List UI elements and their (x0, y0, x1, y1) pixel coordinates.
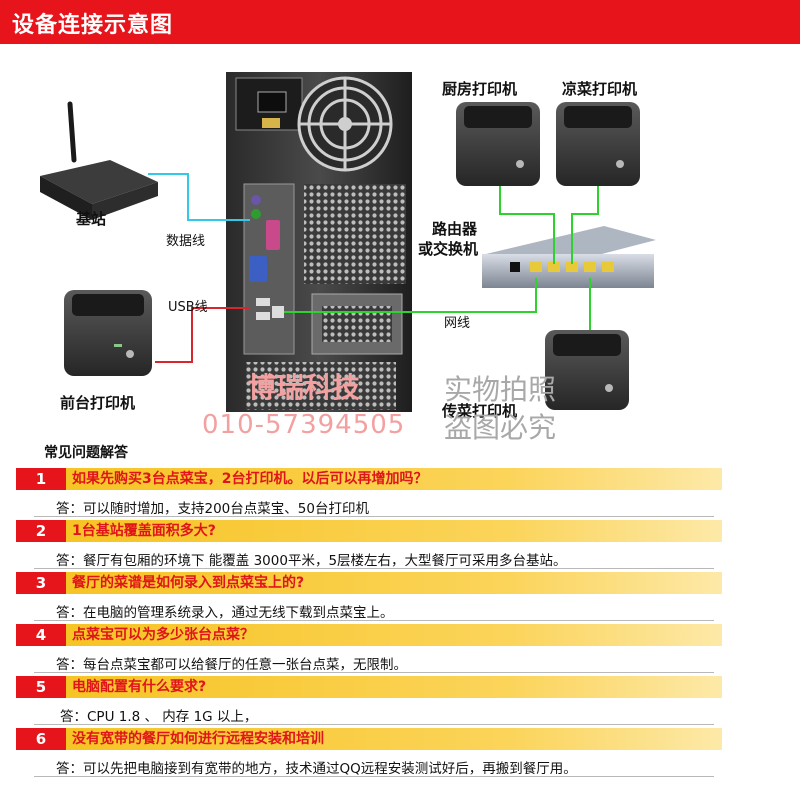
serving-printer-device (545, 330, 629, 410)
label-router-line2: 或交换机 (418, 238, 478, 259)
faq-divider (34, 568, 714, 569)
kitchen-printer-device (456, 102, 540, 186)
faq-heading: 常见问题解答 (44, 442, 128, 462)
faq-divider (34, 620, 714, 621)
faq-answer: 答：每台点菜宝都可以给餐厅的任意一张台点菜，无限制。 (56, 653, 407, 673)
pc-case (226, 72, 412, 412)
faq-number-badge: 3 (16, 572, 66, 594)
label-network-cable: 网线 (444, 312, 470, 331)
faq-question-row: 1 如果先购买3台点菜宝，2台打印机。以后可以再增加吗？ (16, 468, 722, 490)
label-cold-dish-printer: 凉菜打印机 (562, 78, 637, 99)
label-data-cable: 数据线 (166, 230, 205, 249)
faq-question: 如果先购买3台点菜宝，2台打印机。以后可以再增加吗？ (72, 468, 427, 490)
diagram-drawing (0, 44, 800, 434)
faq-question-row: 4 点菜宝可以为多少张台点菜？ (16, 624, 722, 646)
label-front-printer: 前台打印机 (60, 392, 135, 413)
faq-question: 1台基站覆盖面积多大? (72, 520, 216, 542)
faq-answer: 答：在电脑的管理系统录入，通过无线下载到点菜宝上。 (56, 601, 394, 621)
label-base-station: 基站 (76, 208, 106, 229)
page-title: 设备连接示意图 (12, 7, 173, 39)
faq-answer: 答：餐厅有包厢的环境下 能覆盖 3000平米，5层楼左右，大型餐厅可采用多台基站… (56, 549, 567, 569)
faq-question: 电脑配置有什么要求? (72, 676, 206, 698)
faq-number-badge: 5 (16, 676, 66, 698)
router-device (482, 226, 656, 288)
faq-question: 没有宽带的餐厅如何进行远程安装和培训 (72, 728, 324, 750)
faq-divider (34, 724, 714, 725)
faq-divider (34, 516, 714, 517)
front-printer-device (64, 290, 152, 376)
faq-number-badge: 1 (16, 468, 66, 490)
faq-question-row: 6 没有宽带的餐厅如何进行远程安装和培训 (16, 728, 722, 750)
faq-number-badge: 2 (16, 520, 66, 542)
faq-number-badge: 6 (16, 728, 66, 750)
faq-section: 常见问题解答 1 如果先购买3台点菜宝，2台打印机。以后可以再增加吗？ 答：可以… (0, 436, 800, 800)
faq-question: 点菜宝可以为多少张台点菜？ (72, 624, 254, 646)
faq-question-row: 5 电脑配置有什么要求? (16, 676, 722, 698)
faq-question: 餐厅的菜谱是如何录入到点菜宝上的? (72, 572, 304, 594)
label-router-line1: 路由器 (432, 218, 477, 239)
cold-dish-printer-device (556, 102, 640, 186)
faq-number-badge: 4 (16, 624, 66, 646)
label-usb-cable: USB线 (168, 296, 208, 315)
faq-answer: 答：可以随时增加，支持200台点菜宝、50台打印机 (56, 497, 369, 517)
base-station-device (40, 104, 158, 220)
faq-answer: 答：CPU 1.8 、 内存 1G 以上， (60, 705, 257, 725)
faq-divider (34, 672, 714, 673)
faq-divider (34, 776, 714, 777)
watermark-photo-line1: 实物拍照 (444, 368, 556, 408)
connection-diagram: 基站 数据线 USB线 前台打印机 厨房打印机 凉菜打印机 路由器 或交换机 网… (0, 44, 800, 434)
watermark-company: 博瑞科技 (248, 366, 360, 406)
faq-answer: 答：可以先把电脑接到有宽带的地方，技术通过QQ远程安装测试好后，再搬到餐厅用。 (56, 757, 577, 777)
title-bar: 设备连接示意图 (0, 0, 800, 44)
label-kitchen-printer: 厨房打印机 (442, 78, 517, 99)
faq-question-row: 2 1台基站覆盖面积多大? (16, 520, 722, 542)
faq-question-row: 3 餐厅的菜谱是如何录入到点菜宝上的? (16, 572, 722, 594)
